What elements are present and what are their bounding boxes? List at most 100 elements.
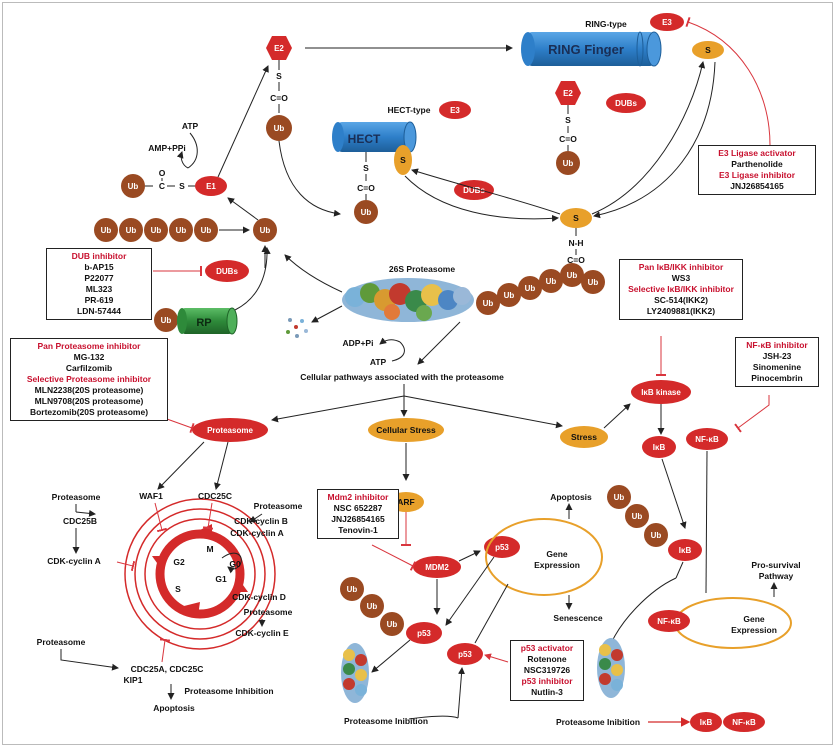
ub-chain-p53 bbox=[340, 577, 404, 636]
ub-chain-ikb bbox=[607, 485, 668, 547]
dubs-label-mid: DUBs bbox=[463, 186, 485, 195]
proteasome-node bbox=[192, 418, 268, 442]
nfkb-box-line-4: Pinocembrin bbox=[751, 373, 803, 383]
ring-finger-label: RING Finger bbox=[548, 42, 624, 57]
p53-label-1: p53 bbox=[495, 543, 509, 552]
s-label-ring: S bbox=[705, 45, 711, 55]
m-phase-label: M bbox=[206, 544, 213, 554]
p53-node-2 bbox=[406, 622, 442, 644]
arf-label: ARF bbox=[397, 497, 414, 507]
mdm2-box-line-4: Tenovin-1 bbox=[338, 525, 378, 535]
p53-box-line-5: Nutlin-3 bbox=[531, 687, 563, 697]
proteasome-label-cc-4: Proteasome bbox=[37, 637, 86, 647]
ikb-node-1 bbox=[642, 436, 676, 458]
ub-chain-substrate bbox=[476, 263, 605, 315]
waf1-label: WAF1 bbox=[139, 491, 163, 501]
gene-expression-ring-p53 bbox=[485, 518, 603, 596]
gene-label-p53: Gene bbox=[546, 549, 568, 559]
nfkb-node-2 bbox=[648, 610, 690, 632]
ikb-label-3: IκB bbox=[700, 718, 713, 727]
s-label-target: S bbox=[573, 213, 579, 223]
g2-phase-label: G2 bbox=[173, 557, 185, 567]
ikk-box-line-1: Pan IκB/IKK inhibitor bbox=[638, 262, 724, 272]
amp-ppi-label: AMP+PPi bbox=[148, 143, 186, 153]
ikb-label-1: IκB bbox=[653, 443, 666, 452]
ub-ikb-3: Ub bbox=[651, 531, 662, 540]
co-label: C=O bbox=[270, 93, 288, 103]
co-label-target: C=O bbox=[567, 255, 585, 265]
proteasome-inhibition-p53-label: Proteasome Inibition bbox=[344, 716, 428, 726]
mdm2-box-line-3: JNJ26854165 bbox=[331, 514, 385, 524]
s-node-ring bbox=[692, 41, 724, 59]
prot-box-line-4: Selective Proteasome inhibitor bbox=[26, 374, 152, 384]
ikk-inhibitor-box: Pan IκB/IKK inhibitor WS3 Selective IκB/… bbox=[619, 259, 743, 320]
ub-node-rp bbox=[154, 308, 178, 332]
proteasome-inhibition-nf-label: Proteasome Inibition bbox=[556, 717, 640, 727]
ub-chain-label-1: Ub bbox=[101, 226, 112, 235]
apoptosis-label-p53: Apoptosis bbox=[550, 492, 592, 502]
prot-box-line-1: Pan Proteasome inhibitor bbox=[37, 341, 141, 351]
e3-hect-label: E3 bbox=[450, 106, 460, 115]
e2-label-top: E2 bbox=[274, 44, 284, 53]
nfkb-label-3: NF-κB bbox=[732, 718, 756, 727]
ub-node-hect bbox=[354, 200, 378, 224]
senescence-label: Senescence bbox=[553, 613, 602, 623]
proteasome-label-cc-3: Proteasome bbox=[244, 607, 293, 617]
dub-box-line-3: P22077 bbox=[84, 273, 114, 283]
proteasome-graphic-p53 bbox=[341, 643, 369, 703]
dub-box-line-6: LDN-57444 bbox=[77, 306, 121, 316]
dubs-label-left: DUBs bbox=[216, 267, 238, 276]
ub-ikb-2: Ub bbox=[632, 512, 643, 521]
expression-label-right: Expression bbox=[731, 625, 777, 635]
s-phase-label: S bbox=[175, 584, 181, 594]
ikk-box-line-5: LY2409881(IKK2) bbox=[646, 306, 716, 316]
ub-sub-2: Ub bbox=[504, 291, 515, 300]
ikb-kinase-node bbox=[631, 380, 691, 404]
e3-box-line-3: E3 Ligase inhibitor bbox=[718, 170, 796, 180]
ikb-node-3 bbox=[690, 712, 722, 732]
ub-sub-6: Ub bbox=[588, 278, 599, 287]
gene-label-right: Gene bbox=[743, 614, 765, 624]
cdk-cyclin-a-left-label: CDK-cyclin A bbox=[47, 556, 101, 566]
ub-chain-label-3: Ub bbox=[151, 226, 162, 235]
ub-label-mid: Ub bbox=[563, 159, 574, 168]
ub-sub-4: Ub bbox=[546, 277, 557, 286]
ub-label-e1: Ub bbox=[128, 182, 139, 191]
prot-box-line-5: MLN2238(20S proteasome) bbox=[34, 385, 144, 395]
prot-box-line-2: MG-132 bbox=[73, 352, 105, 362]
nfkb-label-1: NF-κB bbox=[695, 435, 719, 444]
gene-expression-ring-right bbox=[674, 597, 792, 649]
ub-p53-1: Ub bbox=[347, 585, 358, 594]
dub-box-line-4: ML323 bbox=[85, 284, 113, 294]
ub-chain-label-5: Ub bbox=[201, 226, 212, 235]
atp-label-top: ATP bbox=[182, 121, 199, 131]
s-label-e1: S bbox=[179, 181, 185, 191]
p53-box-line-2: Rotenone bbox=[527, 654, 567, 664]
s-node-hect bbox=[394, 145, 412, 175]
dub-box-line-5: PR-619 bbox=[84, 295, 114, 305]
cdc25c-label: CDC25C bbox=[198, 491, 232, 501]
ub-ikb-1: Ub bbox=[614, 493, 625, 502]
proteasome-inhibition-cc-label: Proteasome Inhibition bbox=[184, 686, 273, 696]
p53-label-3: p53 bbox=[458, 650, 472, 659]
cellular-stress-label: Cellular Stress bbox=[376, 425, 436, 435]
nfkb-box-line-2: JSH-23 bbox=[762, 351, 792, 361]
e1-node bbox=[195, 176, 227, 196]
cdk-cyclin-d-label: CDK-cyclin D bbox=[232, 592, 286, 602]
s-label: S bbox=[276, 71, 282, 81]
rp-cylinder bbox=[177, 307, 238, 335]
proteasome-label: Proteasome bbox=[207, 426, 253, 435]
p53-box-line-3: NSC319726 bbox=[523, 665, 571, 675]
co-label-hect: C=O bbox=[357, 183, 375, 193]
ub-chain-label-4: Ub bbox=[176, 226, 187, 235]
kip1-label: KIP1 bbox=[124, 675, 143, 685]
proteasome-label-cc-2: Proteasome bbox=[254, 501, 303, 511]
mdm2-inhibitor-box: Mdm2 inhibitor NSC 652287 JNJ26854165 Te… bbox=[317, 489, 399, 539]
e3-ring-node bbox=[650, 13, 684, 31]
peptide-fragments bbox=[286, 318, 308, 338]
ring-type-label: RING-type bbox=[585, 19, 627, 29]
dubs-node-ring bbox=[606, 93, 646, 113]
cdc25a-c-label: CDC25A, CDC25C bbox=[131, 664, 204, 674]
ikk-box-line-3: Selective IκB/IKK inhibitor bbox=[628, 284, 734, 294]
ub-free-node bbox=[253, 218, 277, 242]
